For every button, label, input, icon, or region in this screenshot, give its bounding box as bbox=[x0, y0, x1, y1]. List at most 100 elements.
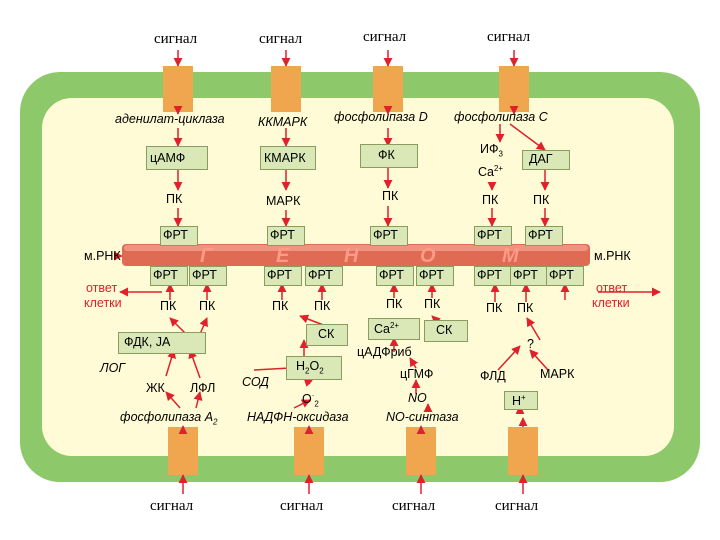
receptor-top-4 bbox=[499, 66, 529, 112]
sk-box-2 bbox=[424, 320, 468, 342]
kkmark-label: ККМАРК bbox=[258, 115, 308, 129]
receptor-top-3 bbox=[373, 66, 403, 112]
camp-label: цАМФ bbox=[150, 151, 186, 165]
response-right-2: клетки bbox=[592, 296, 630, 310]
frt-bottom-6: ФРТ bbox=[419, 268, 444, 282]
zhk-label: ЖК bbox=[146, 381, 165, 395]
adenylate-cyclase-label: аденилат-циклаза bbox=[115, 112, 225, 126]
frt-bottom-5: ФРТ bbox=[379, 268, 404, 282]
frt-top-box-3 bbox=[370, 226, 408, 246]
ca2-box bbox=[368, 318, 420, 340]
h2o2-box bbox=[286, 356, 342, 380]
frt-bottom-8: ФРТ bbox=[513, 268, 538, 282]
mark2-label: МАРК bbox=[540, 367, 575, 381]
pk-bottom-1: ПК bbox=[160, 299, 177, 313]
frt-bottom-3: ФРТ bbox=[267, 268, 292, 282]
frt-bottom-2: ФРТ bbox=[192, 268, 217, 282]
frt-bottom-7: ФРТ bbox=[477, 268, 502, 282]
pk-bottom-5: ПК bbox=[386, 297, 403, 311]
question-mark: ? bbox=[527, 337, 534, 351]
signal-bottom-1: сигнал bbox=[150, 498, 194, 514]
receptor-bottom-3 bbox=[406, 427, 436, 475]
fld-label: ФЛД bbox=[480, 369, 506, 383]
fdk-ja-label: ФДК, JA bbox=[124, 335, 171, 349]
pk-bottom-6: ПК bbox=[424, 297, 441, 311]
frt-bottom-box-5 bbox=[376, 266, 414, 286]
frt-top-box-4 bbox=[474, 226, 512, 246]
frt-top-2: ФРТ bbox=[270, 228, 295, 242]
frt-bottom-box-1 bbox=[150, 266, 188, 286]
pk-bottom-8: ПК bbox=[517, 301, 534, 315]
signal-top-2: сигнал bbox=[259, 31, 303, 47]
pk-row2-1: ПК bbox=[166, 192, 183, 206]
h-plus-box bbox=[504, 391, 538, 410]
frt-bottom-box-9 bbox=[546, 266, 584, 286]
pk-bottom-4: ПК bbox=[314, 299, 331, 313]
signal-bottom-4: сигнал bbox=[495, 498, 539, 514]
frt-top-1: ФРТ bbox=[163, 228, 188, 242]
o2-label: O·2 bbox=[302, 391, 319, 409]
fdk-ja-box bbox=[118, 332, 206, 354]
pk-row2-3: ПК bbox=[482, 193, 499, 207]
response-left-1: ответ bbox=[86, 281, 118, 295]
h-plus-label: H+ bbox=[512, 393, 526, 409]
signal-top-4: сигнал bbox=[487, 29, 531, 45]
pk-bottom-2: ПК bbox=[199, 299, 216, 313]
pk-bottom-7: ПК bbox=[486, 301, 503, 315]
frt-bottom-box-4 bbox=[305, 266, 343, 286]
genome-letter-n: Н bbox=[344, 245, 359, 267]
pk-row2-4: ПК bbox=[533, 193, 550, 207]
ca2-label: Ca2+ bbox=[374, 321, 400, 337]
receptor-bottom-2 bbox=[294, 427, 324, 475]
sk-box-1 bbox=[306, 324, 348, 346]
response-left-2: клетки bbox=[84, 296, 122, 310]
frt-bottom-box-3 bbox=[264, 266, 302, 286]
signal-top-1: сигнал bbox=[154, 31, 198, 47]
sk-label-1: СК bbox=[318, 327, 335, 341]
fk-box bbox=[360, 144, 418, 168]
frt-top-box-2 bbox=[267, 226, 305, 246]
mark-label: МАРК bbox=[266, 194, 301, 208]
frt-bottom-1: ФРТ bbox=[153, 268, 178, 282]
signal-bottom-2: сигнал bbox=[280, 498, 324, 514]
fk-label: ФК bbox=[378, 148, 395, 162]
kmark-label: КМАРК bbox=[264, 151, 306, 165]
genome-letter-m: М bbox=[502, 245, 519, 267]
signal-bottom-3: сигнал bbox=[392, 498, 436, 514]
no-label: NO bbox=[408, 391, 427, 405]
frt-top-4: ФРТ bbox=[477, 228, 502, 242]
h2o2-label: H2O2 bbox=[296, 359, 324, 376]
sod-label: СОД bbox=[242, 375, 269, 389]
frt-bottom-9: ФРТ bbox=[549, 268, 574, 282]
receptor-bottom-1 bbox=[168, 427, 198, 475]
receptor-top-2 bbox=[271, 66, 301, 112]
genome-bar-highlight bbox=[124, 245, 588, 251]
cadpr-label: цАДФриб bbox=[357, 345, 412, 359]
camp-box bbox=[146, 146, 208, 170]
log-label: ЛОГ bbox=[100, 361, 126, 375]
frt-top-box-5 bbox=[525, 226, 563, 246]
response-right-1: ответ bbox=[596, 281, 628, 295]
cgmp-label: цГМФ bbox=[400, 367, 434, 381]
sk-label-2: СК bbox=[436, 323, 453, 337]
lfl-label: ЛФЛ bbox=[190, 381, 216, 395]
phospholipase-c-label: фосфолипаза C bbox=[454, 110, 548, 124]
receptor-top-1 bbox=[163, 66, 193, 112]
phospholipase-d-label: фосфолипаза D bbox=[334, 110, 428, 124]
arrows bbox=[119, 50, 661, 494]
mrna-left: м.РНК bbox=[84, 249, 121, 263]
no-synthase-label: NO-синтаза bbox=[386, 410, 459, 424]
frt-bottom-box-2 bbox=[189, 266, 227, 286]
frt-top-5: ФРТ bbox=[528, 228, 553, 242]
ca-label: Ca2+ bbox=[478, 164, 504, 180]
genome-letter-g: Г bbox=[200, 245, 213, 267]
genome-letter-o: О bbox=[420, 245, 436, 267]
kmark-box bbox=[260, 146, 316, 170]
frt-bottom-box-6 bbox=[416, 266, 454, 286]
cytoplasm bbox=[42, 98, 674, 456]
frt-top-box-1 bbox=[160, 226, 198, 246]
nadph-oxidase-label: НАДФН-оксидаза bbox=[247, 410, 349, 424]
dag-label: ДАГ bbox=[529, 152, 553, 166]
